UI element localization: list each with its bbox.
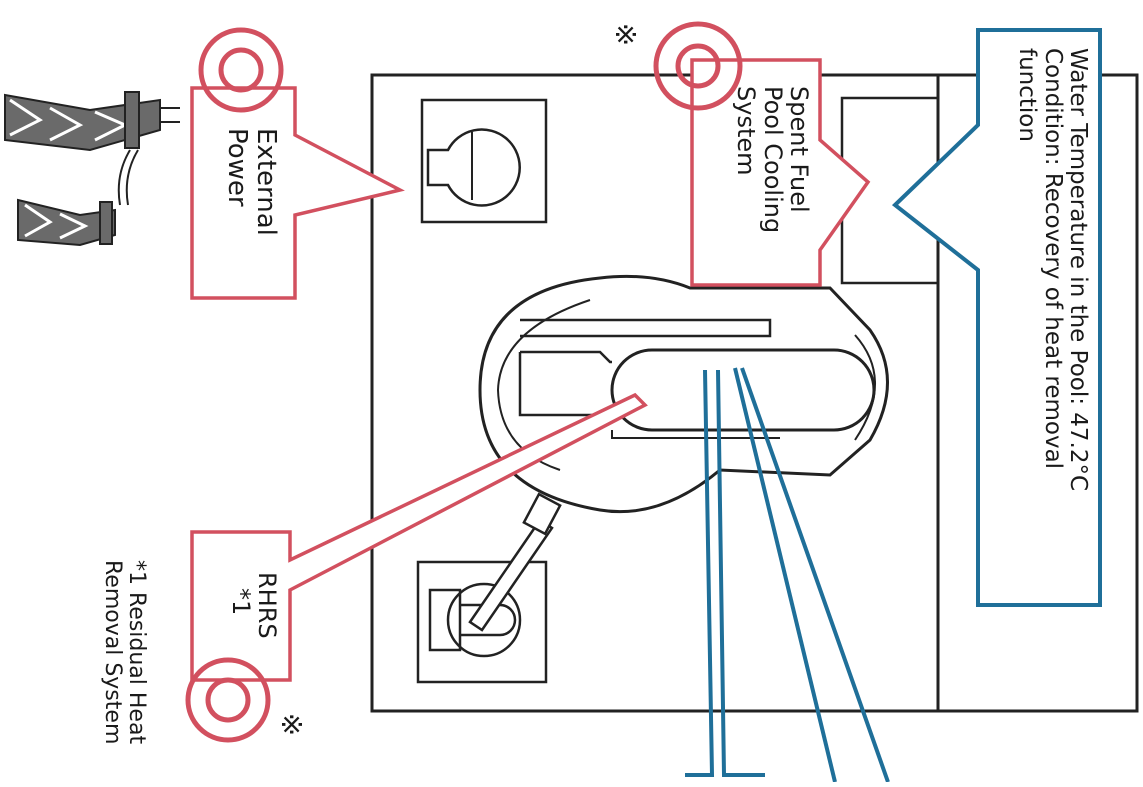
condition-text-cont: function xyxy=(1014,48,1041,142)
spent-fuel-callout xyxy=(690,58,871,287)
reference-mark-top: ※ xyxy=(609,22,643,47)
spent-fuel-line1: Spent Fuel xyxy=(785,86,813,213)
external-power-callout xyxy=(190,86,405,300)
footnote-line1: *1 Residual Heat xyxy=(124,560,149,745)
equipment-box-bottom xyxy=(416,560,548,684)
target-circle-icon xyxy=(185,657,271,743)
power-line-icon xyxy=(117,149,139,206)
spent-fuel-line3: System xyxy=(732,86,761,176)
crane-head xyxy=(522,492,562,536)
condition-text: Condition: Recovery of heat removal xyxy=(1039,48,1066,470)
crane-arm xyxy=(468,518,554,632)
blue-callout-pointer xyxy=(685,367,890,783)
crane-wheel-icon xyxy=(446,582,522,658)
reactor-pressure-vessel xyxy=(610,348,876,432)
external-power-label: External Power xyxy=(222,128,281,236)
containment-duct-left xyxy=(520,350,612,364)
transmission-tower-icon xyxy=(4,91,180,152)
external-power-line2: Power xyxy=(222,128,253,207)
rhrs-line1: RHRS xyxy=(253,572,281,639)
spent-fuel-line2: Pool Cooling xyxy=(758,86,787,234)
target-circle-icon xyxy=(653,21,743,111)
containment-duct-bottom xyxy=(518,352,612,417)
cooling-pump-icon xyxy=(426,128,521,207)
containment-duct-top xyxy=(520,318,772,338)
spent-fuel-label: Spent Fuel Pool Cooling System xyxy=(732,86,813,234)
transmission-tower-icon xyxy=(17,198,116,247)
footnote-line2: Removal System xyxy=(99,560,125,745)
equipment-box-top xyxy=(420,98,548,224)
target-circle-icon xyxy=(198,27,284,113)
rhrs-label: RHRS *1 xyxy=(226,572,281,639)
vessel-support xyxy=(611,430,780,439)
footnote: *1 Residual Heat Removal System xyxy=(99,560,149,745)
water-temperature-callout xyxy=(891,28,1102,607)
water-temperature-label: Water Temperature in the Pool: 47.2°C Co… xyxy=(1014,48,1091,492)
water-temperature-value: Water Temperature in the Pool: 47.2°C xyxy=(1065,48,1091,492)
reference-mark-bottom: ※ xyxy=(275,712,309,737)
rhrs-line2: *1 xyxy=(226,588,255,616)
crane-hook xyxy=(460,603,517,637)
crane-base xyxy=(428,588,462,652)
external-power-line1: External xyxy=(251,128,281,236)
vessel-head-curve xyxy=(854,334,876,441)
